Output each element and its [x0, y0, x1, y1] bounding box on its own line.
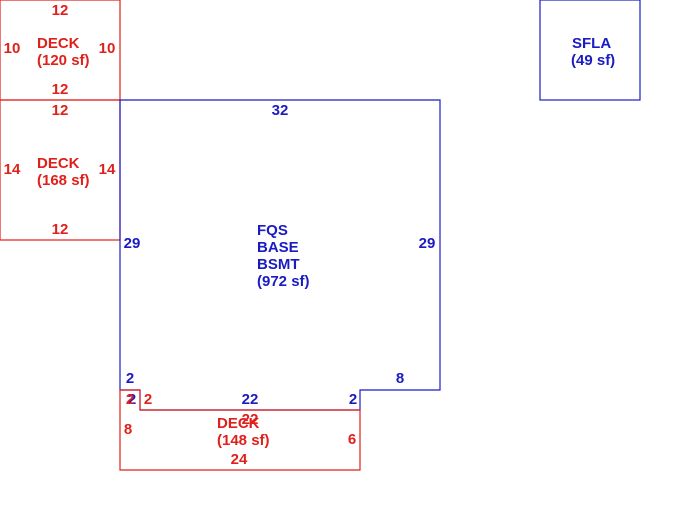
deck-bottom-dim-notch-left: 2 — [144, 391, 152, 408]
deck-top-dim-right: 10 — [99, 40, 116, 57]
deck-middle-dim-top: 12 — [52, 102, 69, 119]
deck-bottom-area: 2 2 22 DECK (148 sf) 8 6 24 — [119, 389, 361, 471]
sfla-area-value: (49 sf) — [571, 52, 615, 69]
deck-top-dim-bottom: 12 — [52, 81, 69, 98]
main-area-value: (972 sf) — [257, 273, 310, 290]
main-dim-bottom-right: 8 — [396, 370, 404, 387]
deck-middle-dim-bottom: 12 — [52, 221, 69, 238]
sfla-outline[interactable] — [539, 0, 641, 101]
deck-top-name: DECK — [37, 35, 80, 52]
deck-bottom-dim-bottom: 24 — [231, 451, 248, 468]
deck-top-dim-left: 10 — [4, 40, 21, 57]
deck-middle-dim-left: 14 — [4, 161, 21, 178]
deck-middle-area-value: (168 sf) — [37, 172, 90, 189]
deck-middle-name: DECK — [37, 155, 80, 172]
deck-bottom-dim-left-jog: 2 — [126, 391, 134, 408]
deck-bottom-name: DECK — [217, 415, 260, 432]
main-dim-notch-bottom: 22 — [242, 391, 259, 408]
main-label-line1: FQS — [257, 222, 288, 239]
deck-top-dim-top: 12 — [52, 2, 69, 19]
main-dim-left-jog: 2 — [126, 370, 134, 387]
main-area: 32 29 29 FQS BASE BSMT (972 sf) 8 2 2 22… — [119, 99, 441, 411]
main-dim-notch-left: 2 — [128, 391, 136, 408]
deck-bottom-dim-left: 8 — [124, 421, 132, 438]
deck-bottom-dim-right: 6 — [348, 431, 356, 448]
deck-top-area-value: (120 sf) — [37, 52, 90, 69]
main-label-line2: BASE — [257, 239, 299, 256]
deck-bottom-area-value: (148 sf) — [217, 432, 270, 449]
main-dim-right: 29 — [419, 235, 436, 252]
sfla-area: SFLA (49 sf) — [539, 0, 641, 101]
deck-middle-dim-right: 14 — [99, 161, 116, 178]
deck-top-area: 12 10 10 DECK (120 sf) 12 — [0, 0, 121, 101]
main-dim-notch-right: 2 — [349, 391, 357, 408]
main-dim-left: 29 — [124, 235, 141, 252]
deck-bottom-dim-top: 22 — [242, 411, 259, 428]
main-dim-top: 32 — [272, 102, 289, 119]
sfla-name: SFLA — [572, 35, 611, 52]
deck-middle-area: 12 DECK (168 sf) 14 14 12 — [0, 99, 121, 241]
deck-bottom-outline[interactable] — [119, 389, 361, 471]
main-label-line3: BSMT — [257, 256, 300, 273]
